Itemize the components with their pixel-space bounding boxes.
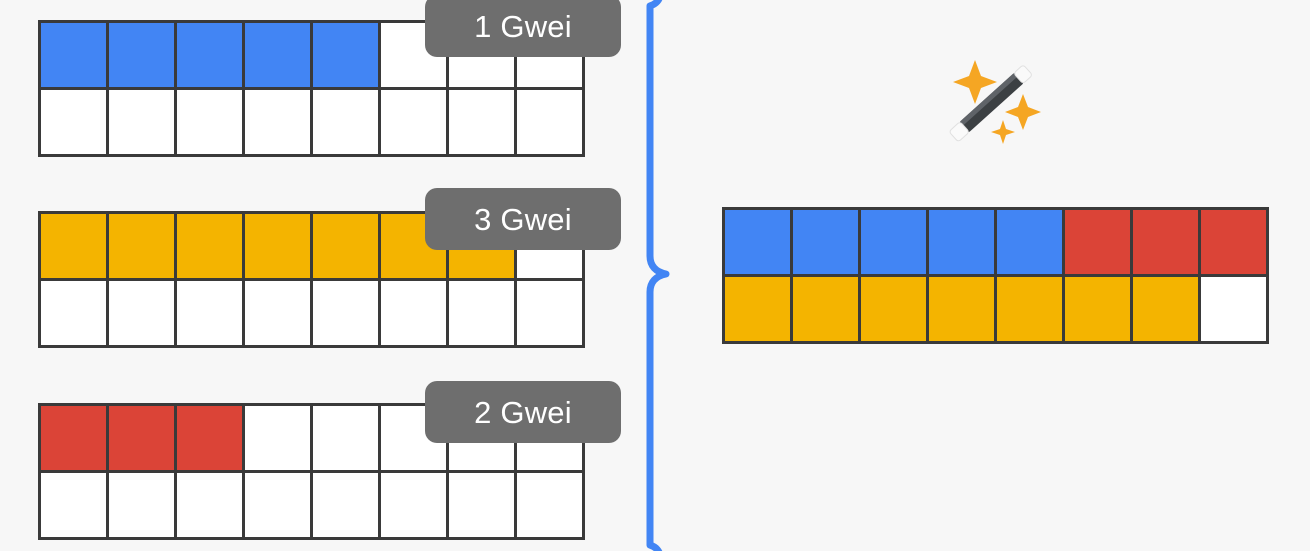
source-2-cell-r1-c3 — [245, 473, 310, 537]
source-0-cell-r1-c2 — [177, 90, 242, 154]
result-cell-r0-c2 — [861, 210, 926, 274]
curly-brace-icon — [646, 0, 670, 551]
source-0-cell-r1-c7 — [517, 90, 582, 154]
source-2-cell-r0-c3 — [245, 406, 310, 470]
result-cell-r0-c7 — [1201, 210, 1266, 274]
result-cell-r0-c5 — [1065, 210, 1130, 274]
source-2-cell-r0-c4 — [313, 406, 378, 470]
result-cell-r0-c6 — [1133, 210, 1198, 274]
result-cell-r1-c2 — [861, 277, 926, 341]
source-2-cell-r1-c0 — [41, 473, 106, 537]
gwei-label-1: 3 Gwei — [425, 188, 621, 250]
source-2-cell-r1-c2 — [177, 473, 242, 537]
source-1-cell-r0-c2 — [177, 214, 242, 278]
gwei-label-0: 1 Gwei — [425, 0, 621, 57]
result-cell-r1-c0 — [725, 277, 790, 341]
source-1-cell-r0-c3 — [245, 214, 310, 278]
result-cell-r0-c3 — [929, 210, 994, 274]
source-0-cell-r0-c0 — [41, 23, 106, 87]
source-2-cell-r1-c1 — [109, 473, 174, 537]
source-2-cell-r0-c2 — [177, 406, 242, 470]
result-cell-r0-c0 — [725, 210, 790, 274]
source-1-cell-r1-c1 — [109, 281, 174, 345]
source-0-cell-r1-c4 — [313, 90, 378, 154]
source-1-cell-r1-c0 — [41, 281, 106, 345]
source-0-cell-r1-c6 — [449, 90, 514, 154]
source-1-cell-r0-c0 — [41, 214, 106, 278]
source-1-cell-r1-c7 — [517, 281, 582, 345]
magic-wand-icon — [949, 60, 1041, 144]
source-block-grid-2 — [38, 403, 585, 540]
result-cell-r0-c1 — [793, 210, 858, 274]
source-1-cell-r1-c2 — [177, 281, 242, 345]
source-1-cell-r0-c4 — [313, 214, 378, 278]
result-cell-r1-c6 — [1133, 277, 1198, 341]
source-0-cell-r0-c1 — [109, 23, 174, 87]
source-0-cell-r0-c4 — [313, 23, 378, 87]
source-2-cell-r1-c7 — [517, 473, 582, 537]
source-1-cell-r1-c4 — [313, 281, 378, 345]
source-2-cell-r0-c1 — [109, 406, 174, 470]
source-0-cell-r1-c5 — [381, 90, 446, 154]
gwei-label-2: 2 Gwei — [425, 381, 621, 443]
source-1-cell-r1-c5 — [381, 281, 446, 345]
source-1-cell-r1-c6 — [449, 281, 514, 345]
result-cell-r1-c4 — [997, 277, 1062, 341]
source-2-cell-r1-c4 — [313, 473, 378, 537]
source-1-cell-r1-c3 — [245, 281, 310, 345]
source-0-cell-r1-c3 — [245, 90, 310, 154]
source-2-cell-r0-c0 — [41, 406, 106, 470]
result-cell-r1-c1 — [793, 277, 858, 341]
source-1-cell-r0-c1 — [109, 214, 174, 278]
source-2-cell-r1-c6 — [449, 473, 514, 537]
result-cell-r1-c5 — [1065, 277, 1130, 341]
result-cell-r1-c7 — [1201, 277, 1266, 341]
result-cell-r1-c3 — [929, 277, 994, 341]
result-cell-r0-c4 — [997, 210, 1062, 274]
source-0-cell-r1-c0 — [41, 90, 106, 154]
source-2-cell-r1-c5 — [381, 473, 446, 537]
source-0-cell-r0-c3 — [245, 23, 310, 87]
source-0-cell-r0-c2 — [177, 23, 242, 87]
source-0-cell-r1-c1 — [109, 90, 174, 154]
result-block-grid — [722, 207, 1269, 344]
